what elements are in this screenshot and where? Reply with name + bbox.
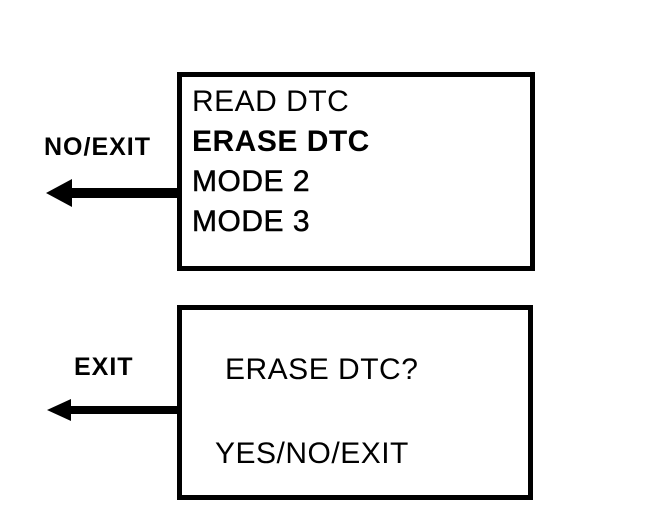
arrow-head	[46, 179, 72, 207]
arrow-shaft	[70, 406, 177, 414]
menu-item-mode-3: MODE 3	[192, 205, 311, 239]
no-exit-label: NO/EXIT	[44, 133, 152, 161]
confirm-screen: ERASE DTC? YES/NO/EXIT	[177, 305, 533, 500]
menu-lines: READ DTC ERASE DTC MODE 2 MODE 3	[192, 82, 370, 242]
exit-label: EXIT	[74, 353, 134, 381]
menu-item-erase-dtc: ERASE DTC	[192, 125, 370, 158]
menu-item-mode-2: MODE 2	[192, 165, 311, 199]
yes-no-exit-options: YES/NO/EXIT	[215, 437, 409, 470]
menu-screen: READ DTC ERASE DTC MODE 2 MODE 3	[177, 72, 535, 271]
arrow-shaft	[70, 188, 177, 198]
erase-dtc-prompt: ERASE DTC?	[225, 353, 419, 386]
arrow-head	[47, 399, 71, 421]
menu-item-read-dtc: READ DTC	[192, 85, 350, 118]
